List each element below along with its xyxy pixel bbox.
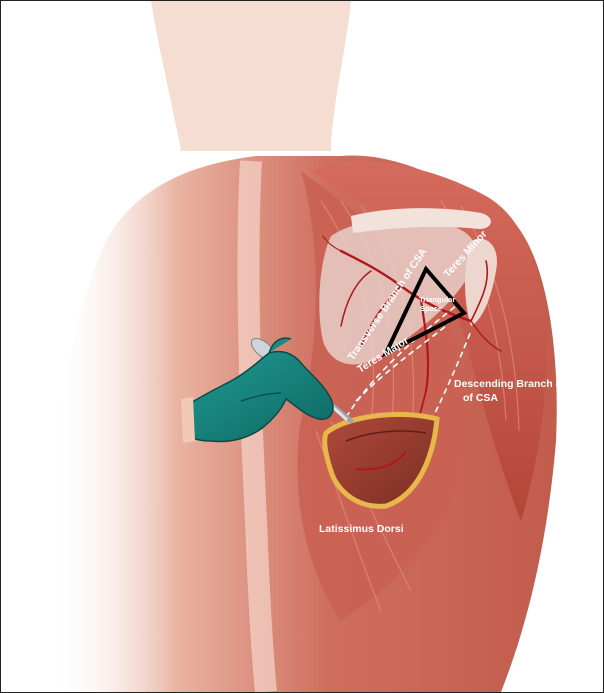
head-neck-shape (151, 1, 351, 151)
label-descending-branch-2: of CSA (463, 392, 498, 404)
label-descending-branch-1: Descending Branch of (454, 378, 566, 390)
label-triangular-space-1: Triangular (419, 295, 455, 304)
label-latissimus-dorsi: Latissimus Dorsi (319, 523, 404, 535)
label-triangular-space-2: Space (420, 304, 442, 313)
